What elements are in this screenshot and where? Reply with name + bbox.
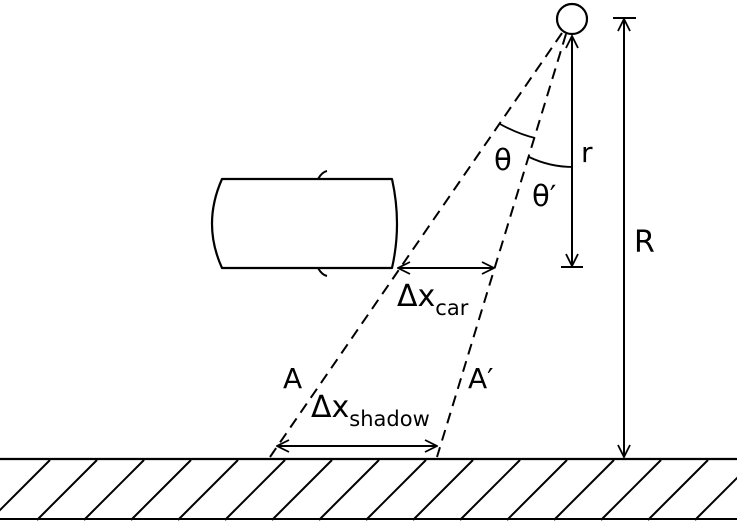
A-label: A [283, 362, 302, 395]
delta-x-car-label: Δxcar [397, 279, 469, 320]
theta-prime-arc [528, 156, 574, 168]
theta-label: θ [494, 143, 512, 177]
theta-arc [499, 123, 536, 139]
delta-x-shadow-subscript: shadow [349, 407, 429, 431]
ray-a [269, 32, 563, 458]
ground [0, 457, 737, 521]
ray-a-prime [436, 33, 567, 458]
light-source [555, 2, 589, 36]
A-prime-label: A′ [468, 362, 494, 395]
car-mirror-bottom [317, 267, 328, 277]
delta-x-shadow-delta: Δx [311, 390, 349, 425]
delta-x-shadow-label: Δxshadow [311, 390, 430, 431]
car [210, 170, 399, 277]
theta-prime-label: θ′ [532, 179, 556, 213]
R-label: R [634, 225, 655, 260]
car-mirror-top [317, 170, 328, 180]
delta-x-car-subscript: car [435, 296, 468, 320]
ground-hatching [0, 459, 737, 521]
r-label: r [581, 136, 593, 169]
car-body [210, 177, 399, 270]
delta-x-car-delta: Δx [397, 279, 435, 314]
